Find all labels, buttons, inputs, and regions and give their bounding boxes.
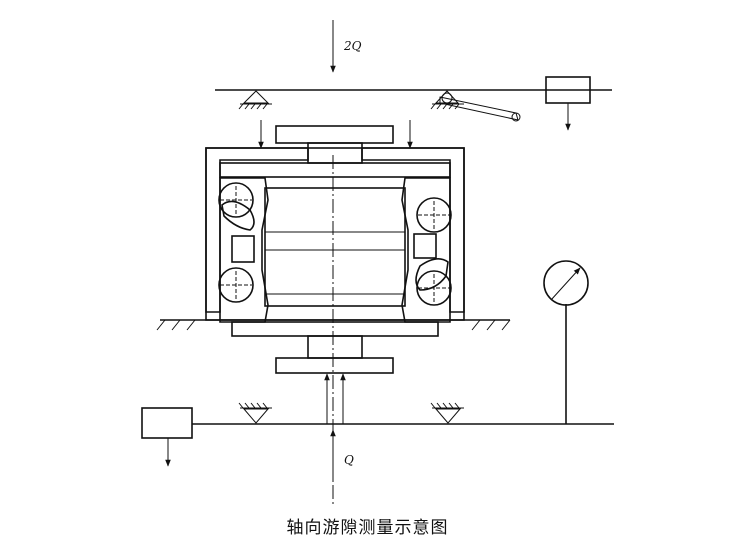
right-ball-set xyxy=(413,197,452,306)
bottom-shaft xyxy=(307,335,363,359)
upper-right-pivot xyxy=(430,90,521,122)
top-shaft xyxy=(307,142,363,164)
dial-gauge xyxy=(543,260,589,424)
upper-left-pivot xyxy=(238,90,272,110)
lower-left-pivot xyxy=(238,402,272,424)
upper-ring-plate xyxy=(219,162,451,178)
left-ball-set xyxy=(218,182,255,303)
figure-caption: 轴向游隙测量示意图 xyxy=(286,518,449,538)
inner-bore xyxy=(264,187,406,307)
top-pressing-plate xyxy=(275,125,394,144)
bottom-load-label: Q xyxy=(344,453,354,467)
lower-right-pivot xyxy=(430,402,464,424)
lower-ring-plate xyxy=(231,321,439,337)
bottom-pressing-plate xyxy=(275,357,394,374)
base-ground xyxy=(156,319,511,331)
lower-weight xyxy=(141,407,193,467)
top-load-label: 2Q xyxy=(343,39,362,53)
upper-weight xyxy=(545,76,591,131)
